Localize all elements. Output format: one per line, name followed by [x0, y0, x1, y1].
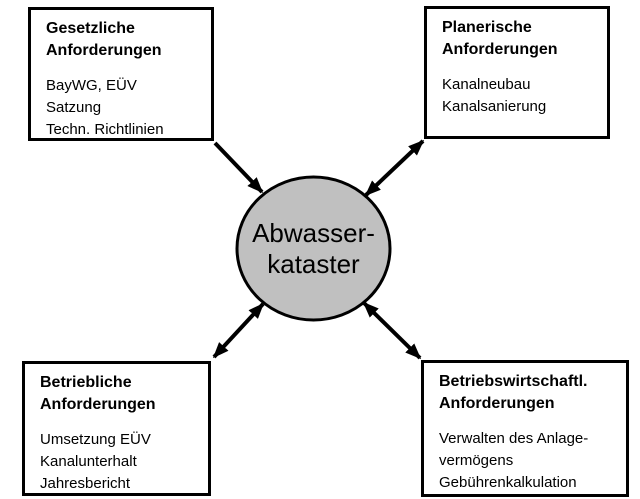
box-gesetzliche-anforderungen: Gesetzliche Anforderungen BayWG, EÜV Sat…	[28, 7, 214, 141]
box-item: Verwalten des Anlage- vermögens	[439, 430, 589, 469]
box-item: Techn. Richtlinien	[46, 121, 164, 138]
box-item: Kanalsanierung	[442, 98, 547, 115]
center-node-ellipse	[235, 175, 392, 322]
box-item: Jahresbericht	[40, 475, 131, 492]
connector-top-right	[364, 139, 425, 197]
box-title: Planerische Anforderungen	[442, 19, 558, 58]
box-title: Betriebliche Anforderungen	[40, 374, 156, 413]
box-title: Gesetzliche Anforderungen	[46, 20, 162, 59]
box-item: Kanalunterhalt	[40, 453, 137, 470]
box-item: BayWG, EÜV	[46, 77, 137, 94]
connector-bottom-left	[212, 302, 265, 359]
box-item: Satzung	[46, 99, 102, 116]
center-node-label: Abwasser- kataster	[252, 217, 375, 279]
connector-top-left	[213, 141, 264, 194]
box-item: Gebührenkalkulation	[439, 474, 577, 491]
connector-bottom-right	[362, 301, 422, 360]
box-betriebswirtschaftl-anforderungen: Betriebswirtschaftl. Anforderungen Verwa…	[421, 360, 629, 497]
box-planerische-anforderungen: Planerische Anforderungen Kanalneubau Ka…	[424, 6, 610, 139]
box-betriebliche-anforderungen: Betriebliche Anforderungen Umsetzung EÜV…	[22, 361, 211, 496]
box-item: Umsetzung EÜV	[40, 431, 151, 448]
box-title: Betriebswirtschaftl. Anforderungen	[439, 373, 588, 412]
box-item: Kanalneubau	[442, 76, 531, 93]
